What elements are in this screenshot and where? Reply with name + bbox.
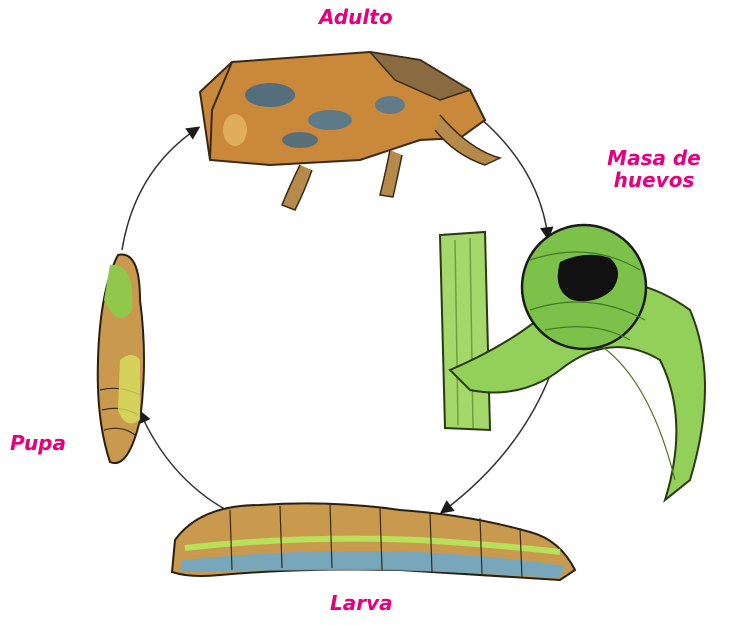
egg-mass-label-line2: huevos: [604, 169, 704, 191]
adult-stage-label: Adulto: [319, 6, 393, 28]
cycle-arrows: [122, 118, 555, 512]
arrow-pupa-to-adult: [122, 128, 198, 250]
pupa-stage-label: Pupa: [10, 432, 66, 454]
egg-mass-label-line1: Masa de: [604, 147, 704, 169]
pupa-illustration: [98, 255, 144, 464]
arrow-larva-to-pupa: [140, 412, 230, 512]
egg-mass-on-leaf-illustration: [440, 225, 705, 500]
moth-illustration: [200, 52, 500, 210]
caterpillar-illustration: [172, 503, 575, 580]
larva-stage-label: Larva: [330, 592, 393, 614]
egg-mass-stage-label: Masa de huevos: [604, 147, 704, 191]
arrow-adult-to-eggs: [480, 118, 548, 238]
